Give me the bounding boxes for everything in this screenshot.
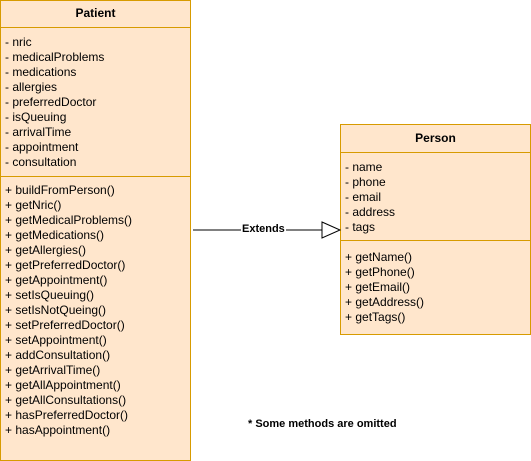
patient-class[interactable]: Patient - nric- medicalProblems- medicat… (0, 0, 191, 461)
inheritance-arrowhead-icon (321, 221, 342, 239)
patient-attribute: - appointment (5, 140, 79, 154)
patient-attributes: - nric- medicalProblems- medications- al… (1, 28, 190, 177)
patient-method: + getMedications() (5, 228, 105, 242)
patient-method: + getMedicalProblems() (5, 213, 133, 227)
patient-method: + hasAppointment() (5, 423, 111, 437)
footnote: * Some methods are omitted (248, 418, 397, 430)
person-attribute: - name (345, 160, 383, 174)
patient-attribute: - preferredDoctor (5, 95, 97, 109)
person-attribute: - email (345, 190, 382, 204)
patient-method: + setIsQueuing() (5, 288, 95, 302)
person-method: + getTags() (345, 310, 406, 324)
patient-attribute: - consultation (5, 155, 77, 169)
patient-attribute: - allergies (5, 80, 58, 94)
patient-attribute: - nric (5, 35, 32, 49)
patient-method: + getNric() (5, 198, 62, 212)
person-class[interactable]: Person - name- phone- email- address- ta… (340, 124, 531, 335)
patient-method: + getPreferredDoctor() (5, 258, 126, 272)
patient-method: + getAllergies() (5, 243, 87, 257)
patient-class-title: Patient (1, 1, 190, 28)
patient-method: + setAppointment() (5, 333, 107, 347)
patient-method: + setIsNotQueing() (5, 303, 107, 317)
patient-method: + addConsultation() (5, 348, 111, 362)
person-class-title: Person (341, 125, 530, 153)
patient-attribute: - arrivalTime (5, 125, 72, 139)
extends-label: Extends (241, 222, 286, 236)
person-attribute: - address (345, 205, 396, 219)
person-attributes: - name- phone- email- address- tags (341, 153, 530, 241)
person-method: + getPhone() (345, 265, 415, 279)
patient-method: + getAllAppointment() (5, 378, 121, 392)
patient-method: + hasPreferredDoctor() (5, 408, 129, 422)
person-methods: + getName()+ getPhone()+ getEmail()+ get… (341, 241, 530, 325)
person-method: + getAddress() (345, 295, 425, 309)
person-attribute: - tags (345, 220, 376, 234)
person-method: + getEmail() (345, 280, 411, 294)
patient-method: + getArrivalTime() (5, 363, 101, 377)
person-attribute: - phone (345, 175, 386, 189)
patient-method: + getAppointment() (5, 273, 108, 287)
patient-method: + setPreferredDoctor() (5, 318, 125, 332)
person-method: + getName() (345, 250, 413, 264)
patient-attribute: - isQueuing (5, 110, 67, 124)
patient-method: + buildFromPerson() (5, 183, 115, 197)
patient-attribute: - medications (5, 65, 77, 79)
patient-method: + getAllConsultations() (5, 393, 127, 407)
patient-methods: + buildFromPerson()+ getNric()+ getMedic… (1, 177, 190, 438)
patient-attribute: - medicalProblems (5, 50, 105, 64)
